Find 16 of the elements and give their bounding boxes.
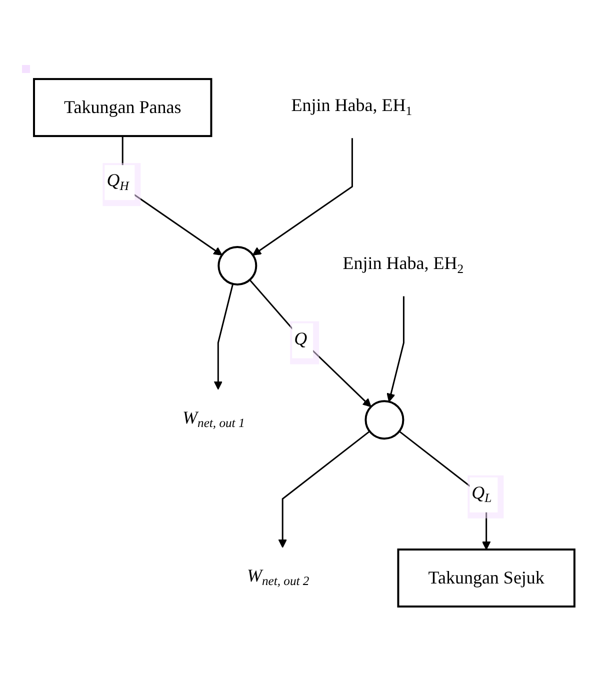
node-text: Enjin Haba, EH$_{2}$	[342, 253, 464, 276]
node-text: W$_{net, out 1}$	[182, 408, 245, 430]
edge-label: Q$_{L}$	[471, 482, 492, 506]
arrow	[386, 296, 404, 402]
node-box: Takungan Sejuk	[397, 548, 576, 608]
edge-label: Q	[294, 328, 307, 348]
node-text: W$_{net, out 2}$	[246, 566, 309, 588]
node-circle	[364, 400, 404, 440]
edge-label: Q$_{H}$	[106, 170, 129, 194]
node-text: Enjin Haba, EH$_{1}$	[291, 95, 412, 118]
arrow	[248, 280, 372, 408]
node-circle	[217, 246, 257, 286]
arrow	[278, 430, 370, 548]
arrow	[252, 138, 353, 256]
node-box: Takungan Panas	[32, 78, 212, 138]
arrow	[214, 284, 234, 390]
